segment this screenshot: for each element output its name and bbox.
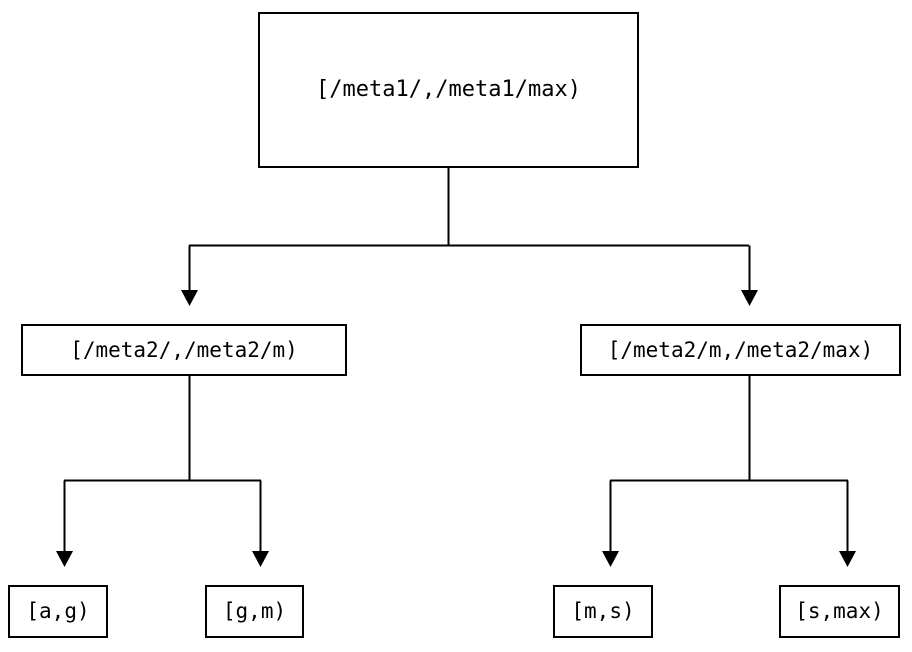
tree-node-root-label: [/meta1/,/meta1/max)	[316, 77, 581, 102]
arrowhead-to-leaf-gm-icon	[252, 551, 269, 567]
tree-node-leaf-a-g[interactable]: [a,g)	[8, 585, 108, 638]
tree-node-leaf-s-max[interactable]: [s,max)	[779, 585, 900, 638]
tree-node-mid-right-label: [/meta2/m,/meta2/max)	[607, 337, 874, 362]
arrowhead-to-leaf-ag-icon	[56, 551, 73, 567]
tree-node-leaf-g-m-label: [g,m)	[222, 599, 287, 623]
arrowhead-to-leaf-smax-icon	[839, 551, 856, 567]
tree-node-leaf-s-max-label: [s,max)	[795, 599, 884, 623]
tree-node-leaf-a-g-label: [a,g)	[26, 599, 90, 623]
tree-node-mid-left[interactable]: [/meta2/,/meta2/m)	[21, 324, 347, 376]
tree-node-leaf-g-m[interactable]: [g,m)	[205, 585, 304, 638]
tree-node-leaf-m-s-label: [m,s)	[571, 599, 635, 623]
tree-node-root[interactable]: [/meta1/,/meta1/max)	[258, 12, 639, 168]
arrowhead-to-leaf-ms-icon	[602, 551, 619, 567]
tree-node-mid-right[interactable]: [/meta2/m,/meta2/max)	[580, 324, 901, 376]
tree-node-mid-left-label: [/meta2/,/meta2/m)	[70, 337, 298, 362]
arrowhead-to-mid-left-icon	[181, 290, 198, 306]
arrowhead-to-mid-right-icon	[741, 290, 758, 306]
tree-node-leaf-m-s[interactable]: [m,s)	[553, 585, 653, 638]
